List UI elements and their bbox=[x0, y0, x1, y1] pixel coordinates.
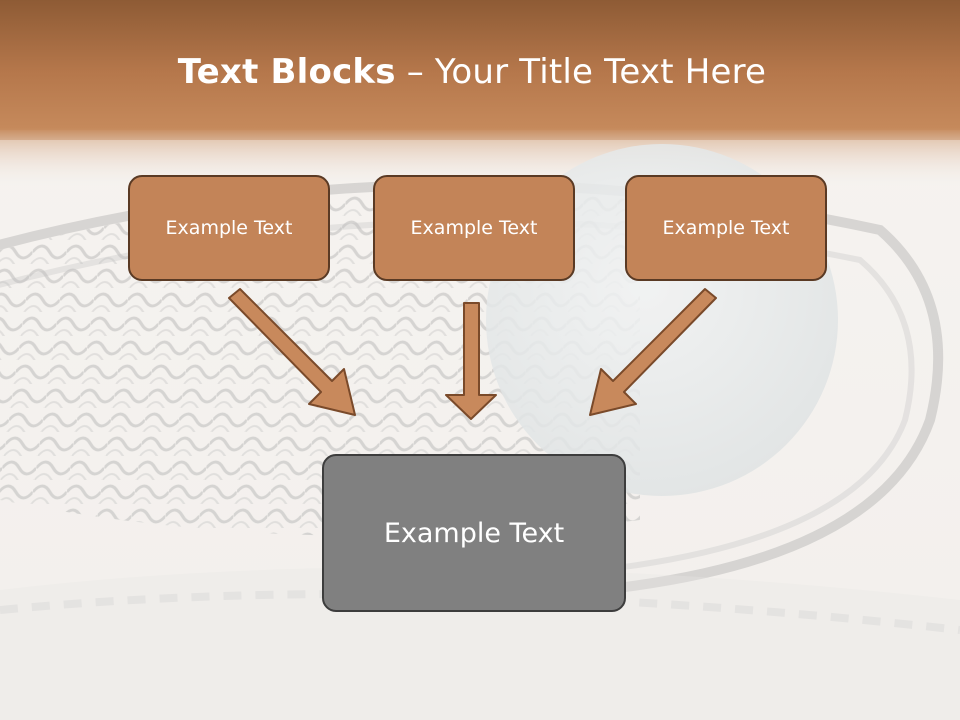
text-block-bottom[interactable]: Example Text bbox=[322, 454, 626, 612]
text-block-right[interactable]: Example Text bbox=[625, 175, 827, 281]
text-block-right-label: Example Text bbox=[662, 217, 790, 239]
title-rest: Your Title Text Here bbox=[434, 52, 767, 92]
arrow-down-left-icon bbox=[589, 288, 717, 416]
text-block-left[interactable]: Example Text bbox=[128, 175, 330, 281]
text-block-center-label: Example Text bbox=[410, 217, 538, 239]
title-separator: – bbox=[395, 52, 435, 92]
text-block-center[interactable]: Example Text bbox=[373, 175, 575, 281]
text-block-left-label: Example Text bbox=[165, 217, 293, 239]
title-bold-part: Text Blocks bbox=[177, 52, 396, 92]
arrow-down-right-icon bbox=[228, 288, 356, 416]
text-block-bottom-label: Example Text bbox=[383, 517, 565, 549]
slide-title: Text Blocks – Your Title Text Here bbox=[0, 52, 944, 92]
arrow-down-icon bbox=[445, 302, 497, 420]
